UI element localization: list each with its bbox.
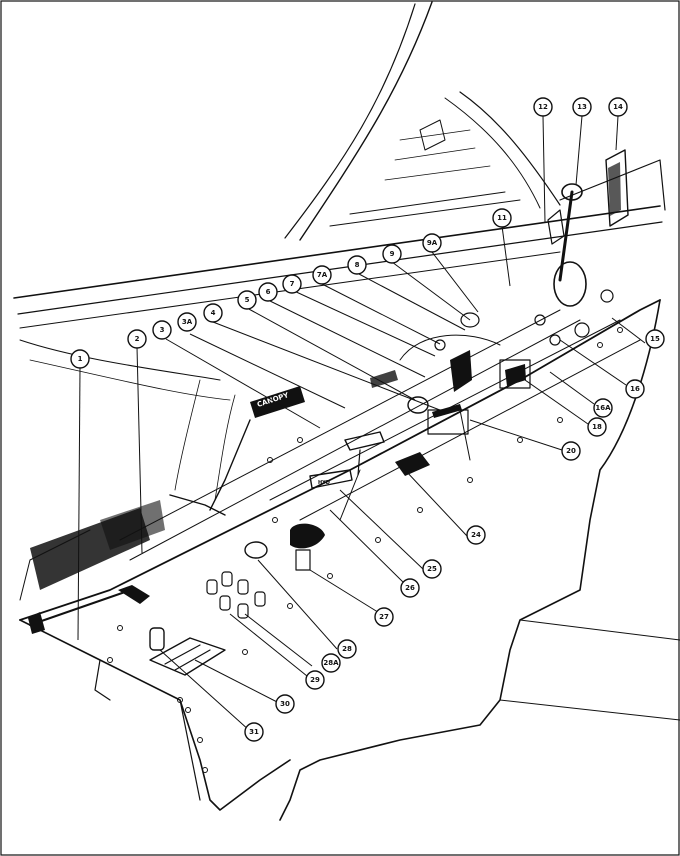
callout-16: 16 (625, 379, 645, 399)
callout-28a: 28A (321, 653, 341, 673)
svg-text:8: 8 (355, 261, 360, 269)
canopy-frame (13, 1, 666, 329)
callout-26: 26 (400, 578, 420, 598)
callout-3a: 3A (177, 312, 197, 332)
svg-text:7: 7 (290, 280, 295, 288)
svg-text:3A: 3A (182, 318, 193, 326)
svg-text:13: 13 (577, 103, 587, 111)
svg-text:9: 9 (390, 250, 395, 258)
svg-text:20: 20 (566, 447, 576, 455)
knob-cluster (206, 571, 266, 619)
callout-13: 13 (572, 97, 592, 117)
rivets (107, 327, 623, 773)
svg-text:16: 16 (630, 385, 640, 393)
svg-text:5: 5 (245, 296, 250, 304)
lever-marking: HYD (318, 480, 330, 486)
left-sidewall (19, 339, 236, 601)
canopy-placard (250, 386, 305, 418)
callout-15: 15 (645, 329, 665, 349)
svg-text:14: 14 (613, 103, 623, 111)
svg-text:27: 27 (379, 613, 389, 621)
callout-5: 5 (237, 290, 257, 310)
svg-text:18: 18 (592, 423, 602, 431)
svg-text:16A: 16A (595, 404, 611, 412)
callout-14: 14 (608, 97, 628, 117)
callout-9a: 9A (422, 233, 442, 253)
callout-6: 6 (258, 282, 278, 302)
callout-bubbles: 1 2 3 3A 4 5 6 7 7A 8 9 9A 11 12 13 14 1… (70, 97, 665, 742)
callout-4: 4 (203, 303, 223, 323)
callout-16a: 16A (593, 398, 613, 418)
callout-18: 18 (587, 417, 607, 437)
svg-text:30: 30 (280, 700, 290, 708)
callout-29: 29 (305, 670, 325, 690)
svg-text:31: 31 (249, 728, 259, 736)
svg-text:2: 2 (135, 335, 140, 343)
callout-3: 3 (152, 320, 172, 340)
callout-31: 31 (244, 722, 264, 742)
svg-text:26: 26 (405, 584, 415, 592)
svg-text:6: 6 (266, 288, 271, 296)
callout-7: 7 (282, 274, 302, 294)
callout-9: 9 (382, 244, 402, 264)
callout-25: 25 (422, 559, 442, 579)
console-controls: CANOPY HYD (28, 149, 629, 676)
svg-text:12: 12 (538, 103, 548, 111)
console-panel (19, 299, 680, 821)
svg-text:3: 3 (160, 326, 165, 334)
svg-text:25: 25 (427, 565, 437, 573)
svg-text:29: 29 (310, 676, 320, 684)
svg-text:11: 11 (497, 214, 507, 222)
callout-2: 2 (127, 329, 147, 349)
callout-30: 30 (275, 694, 295, 714)
leader-lines (77, 115, 646, 732)
callout-28: 28 (337, 639, 357, 659)
svg-text:28A: 28A (323, 659, 339, 667)
svg-text:24: 24 (471, 531, 481, 539)
svg-text:1: 1 (78, 355, 83, 363)
callout-11: 11 (492, 208, 512, 228)
callout-8: 8 (347, 255, 367, 275)
callout-7a: 7A (312, 265, 332, 285)
svg-text:9A: 9A (427, 239, 438, 247)
svg-text:28: 28 (342, 645, 352, 653)
callout-12: 12 (533, 97, 553, 117)
callout-1: 1 (70, 349, 90, 369)
svg-text:15: 15 (650, 335, 660, 343)
callout-27: 27 (374, 607, 394, 627)
svg-text:7A: 7A (317, 271, 328, 279)
callout-24: 24 (466, 525, 486, 545)
svg-text:4: 4 (211, 309, 216, 317)
callout-20: 20 (561, 441, 581, 461)
